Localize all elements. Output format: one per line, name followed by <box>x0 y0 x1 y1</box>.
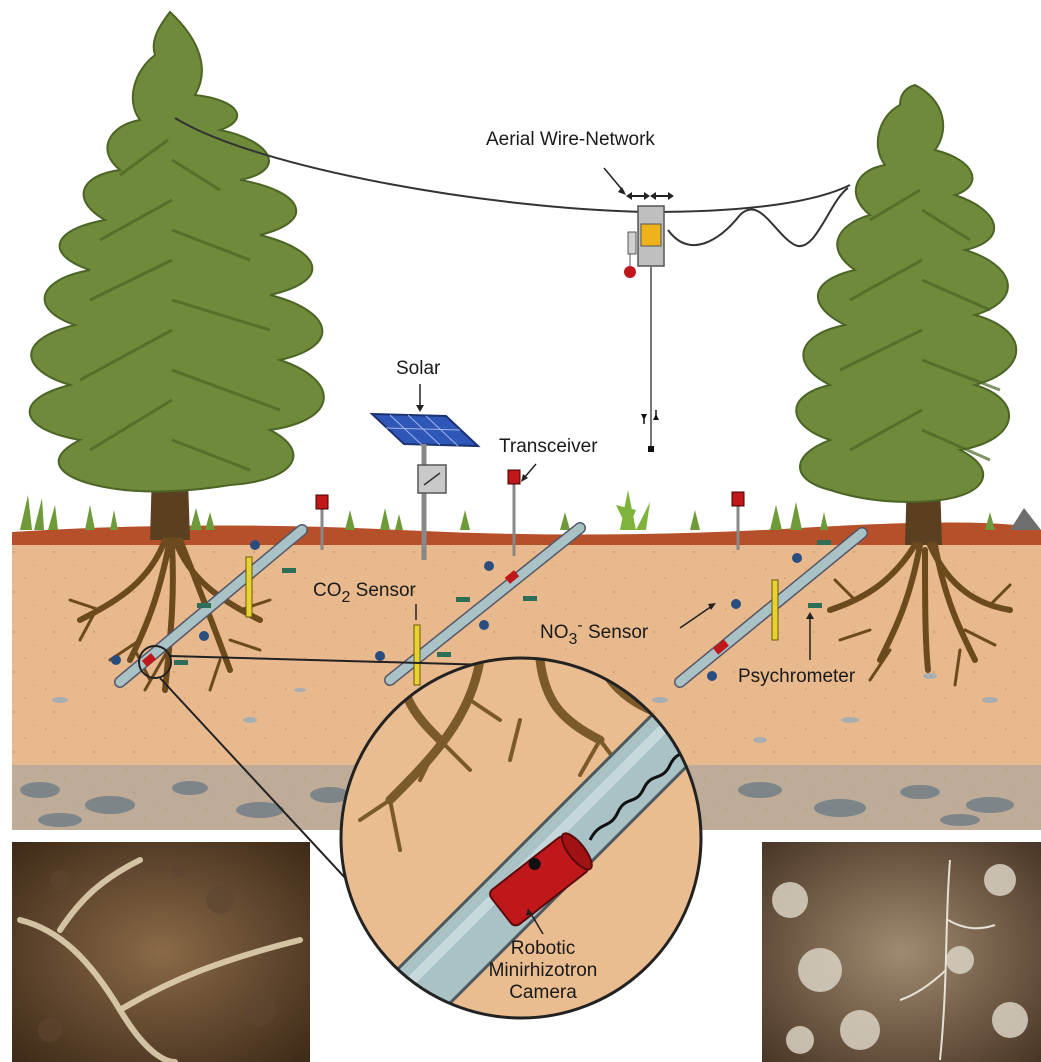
label-camera-line3: Camera <box>509 982 577 1003</box>
label-solar: Solar <box>396 358 441 379</box>
label-camera-line2: Minirhizotron <box>489 960 598 981</box>
label-camera-line1: Robotic <box>511 938 575 959</box>
root-photo-left <box>12 842 310 1062</box>
label-psychrometer: Psychrometer <box>738 666 856 687</box>
label-aerial-wire-network: Aerial Wire-Network <box>486 129 655 150</box>
root-photo-right <box>762 842 1041 1062</box>
cable-carriage-icon <box>624 192 674 452</box>
label-transceiver: Transceiver <box>499 436 598 457</box>
